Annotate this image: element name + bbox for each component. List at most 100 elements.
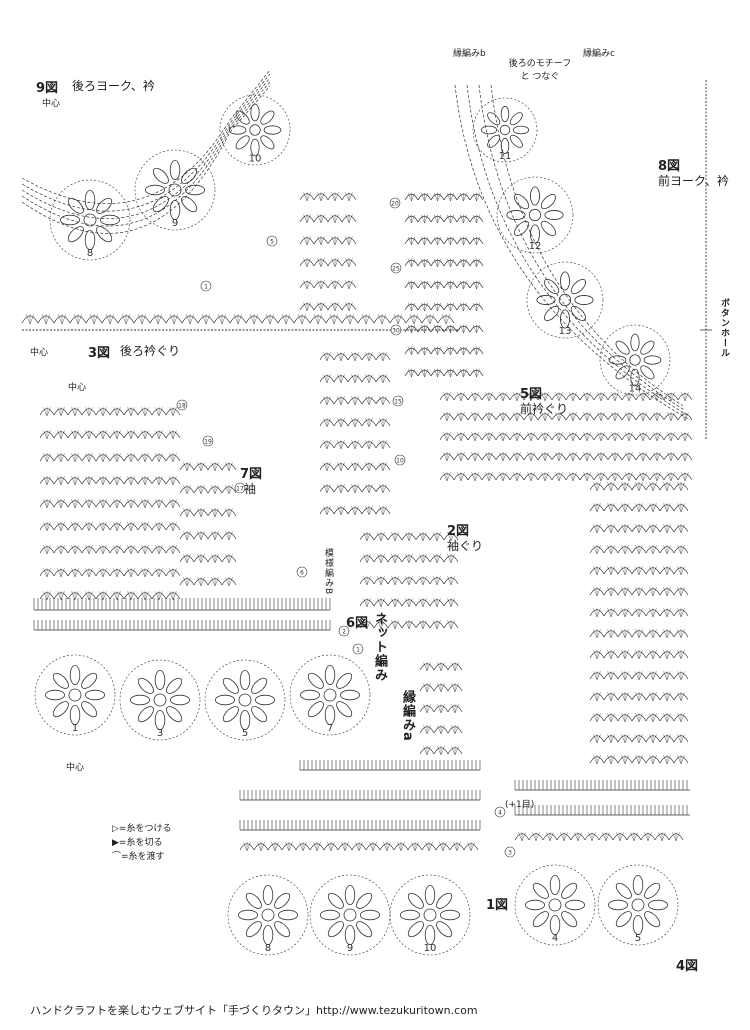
motif-number: 4 bbox=[552, 933, 558, 944]
edge-a-label: 縁編みa bbox=[400, 690, 415, 742]
center-label-top: 中心 bbox=[42, 99, 61, 109]
motif-number: 9 bbox=[347, 943, 353, 954]
motif-number: 10 bbox=[249, 154, 262, 165]
svg-text:20: 20 bbox=[391, 201, 399, 208]
front-neck-shells bbox=[404, 346, 484, 356]
back-neckline-shells bbox=[21, 314, 455, 325]
armhole-upper-shells bbox=[299, 192, 357, 202]
row-number-marker: 4 bbox=[494, 806, 506, 818]
center-label-fig3: 中心 bbox=[30, 348, 49, 358]
svg-text:17: 17 bbox=[236, 486, 244, 493]
fig7-title: 袖 bbox=[244, 482, 257, 496]
body-right-shells bbox=[589, 503, 689, 513]
flower-motif-3: 8 bbox=[49, 179, 131, 261]
fig7-label: 7図 bbox=[240, 467, 263, 482]
flower-motif-6: 13 bbox=[526, 261, 604, 339]
flower-motif-12: 8 bbox=[227, 874, 309, 956]
sleeve-shells bbox=[39, 499, 181, 509]
body-right-shells bbox=[589, 524, 689, 534]
svg-text:3: 3 bbox=[508, 850, 512, 857]
motif-number: 5 bbox=[242, 728, 248, 739]
fig3-label: 3図 bbox=[88, 346, 111, 361]
front-neck-shells bbox=[404, 192, 484, 202]
armhole-lower-shells bbox=[359, 576, 459, 586]
fig2-title: 袖ぐり bbox=[447, 539, 484, 553]
body-right-shells bbox=[589, 671, 689, 681]
svg-text:2: 2 bbox=[342, 629, 346, 636]
fig8-label: 8図 bbox=[658, 159, 681, 174]
fig3-title: 後ろ衿ぐり bbox=[120, 344, 181, 358]
armhole-shells bbox=[319, 374, 391, 384]
sleeve-shells bbox=[39, 476, 181, 486]
fig2-label: 2図 bbox=[447, 524, 470, 539]
sleeve-shells bbox=[39, 407, 181, 417]
svg-text:5: 5 bbox=[270, 239, 274, 246]
fig1-label: 1図 bbox=[486, 898, 509, 913]
sleeve-shells bbox=[39, 522, 181, 532]
armhole-lower-shells bbox=[359, 554, 459, 564]
front-neck-shells bbox=[404, 280, 484, 290]
row-number-marker: 3 bbox=[504, 846, 516, 858]
svg-text:1: 1 bbox=[356, 647, 360, 654]
body-right-shells bbox=[589, 692, 689, 702]
fig4-label: 4図 bbox=[676, 959, 699, 974]
row-number-marker: 17 bbox=[234, 482, 246, 494]
fig9-title: 後ろヨーク、衿 bbox=[72, 79, 155, 93]
armhole-upper-shells bbox=[299, 280, 357, 290]
front-neck-slope-shells bbox=[439, 472, 693, 482]
row-number-marker: 5 bbox=[266, 235, 278, 247]
armhole-shells bbox=[319, 418, 391, 428]
legend-cut: ▶=糸を切る bbox=[112, 838, 163, 848]
lower-body-shells bbox=[419, 746, 463, 756]
center-label-bottom: 中心 bbox=[66, 763, 85, 773]
buttonhole-label: ボタンホール bbox=[719, 298, 729, 358]
flower-motif-5: 12 bbox=[496, 176, 574, 254]
row-number-marker: 10 bbox=[394, 454, 406, 466]
flower-motif-2: 9 bbox=[134, 149, 216, 231]
body-right-edge bbox=[514, 832, 684, 842]
sleeve-shells-slope bbox=[179, 554, 237, 564]
row-number-marker: 2 bbox=[338, 625, 350, 637]
motif-number: 8 bbox=[87, 248, 93, 259]
row-number-marker: 1 bbox=[200, 280, 212, 292]
lower-body-tall-2 bbox=[239, 790, 481, 801]
sleeve-shells-slope bbox=[179, 508, 237, 518]
row-number-marker: 6 bbox=[296, 566, 308, 578]
pattern-b-label: 模様編みB bbox=[323, 548, 333, 596]
net-label: ネット編み bbox=[372, 612, 387, 682]
body-right-shells bbox=[589, 713, 689, 723]
motif-number: 7 bbox=[327, 723, 333, 734]
body-right-shells bbox=[589, 755, 689, 765]
front-neck-shells bbox=[404, 368, 484, 378]
lower-body-shells bbox=[419, 662, 463, 672]
front-yoke-arcs bbox=[454, 84, 691, 421]
fig6-label: 6図 bbox=[346, 616, 369, 631]
motif-number: 8 bbox=[265, 943, 271, 954]
legend-attach: ▷=糸をつける bbox=[112, 824, 172, 834]
front-neck-slope-shells bbox=[439, 452, 693, 462]
sleeve-shells bbox=[39, 545, 181, 555]
sleeve-net-row bbox=[33, 620, 331, 631]
row-number-marker: 19 bbox=[202, 435, 214, 447]
front-neck-slope-shells bbox=[439, 412, 693, 422]
front-neck-slope-shells bbox=[439, 432, 693, 442]
row-number-marker: 15 bbox=[392, 395, 404, 407]
motif-number: 5 bbox=[635, 933, 641, 944]
row-number-marker: 20 bbox=[389, 197, 401, 209]
svg-text:25: 25 bbox=[392, 266, 400, 273]
plus-row-label: (+1目) bbox=[505, 800, 535, 810]
lower-body-shells bbox=[419, 725, 463, 735]
svg-text:30: 30 bbox=[392, 328, 400, 335]
armhole-shells bbox=[319, 440, 391, 450]
armhole-lower-shells bbox=[359, 532, 459, 542]
svg-text:15: 15 bbox=[394, 399, 402, 406]
join-note: 後ろのモチーフと つなぐ bbox=[508, 59, 572, 82]
flower-motif-9: 3 bbox=[119, 659, 201, 741]
body-right-shells bbox=[589, 650, 689, 660]
row-number-marker: 18 bbox=[176, 399, 188, 411]
motif-number: 13 bbox=[559, 326, 572, 337]
flower-motif-8: 1 bbox=[34, 654, 116, 736]
